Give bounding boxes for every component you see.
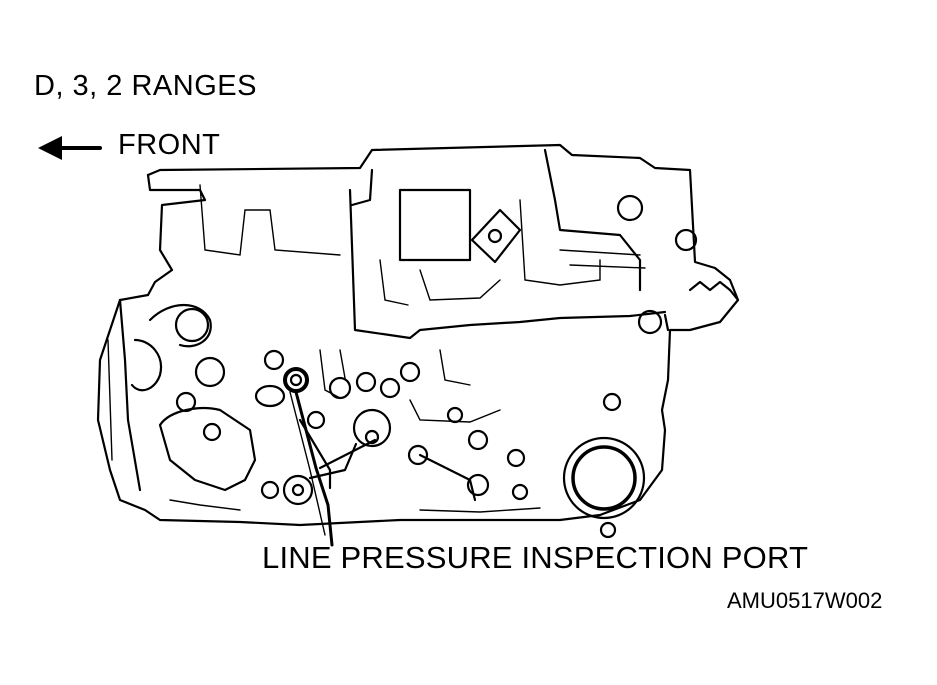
transmission-case: [96, 143, 740, 547]
callout-label: LINE PRESSURE INSPECTION PORT: [262, 540, 809, 575]
diagram-title: D, 3, 2 RANGES: [34, 70, 257, 102]
figure-code: AMU0517W002: [727, 588, 883, 613]
direction-label: FRONT: [118, 129, 221, 161]
left-arrow-icon: [38, 136, 102, 160]
